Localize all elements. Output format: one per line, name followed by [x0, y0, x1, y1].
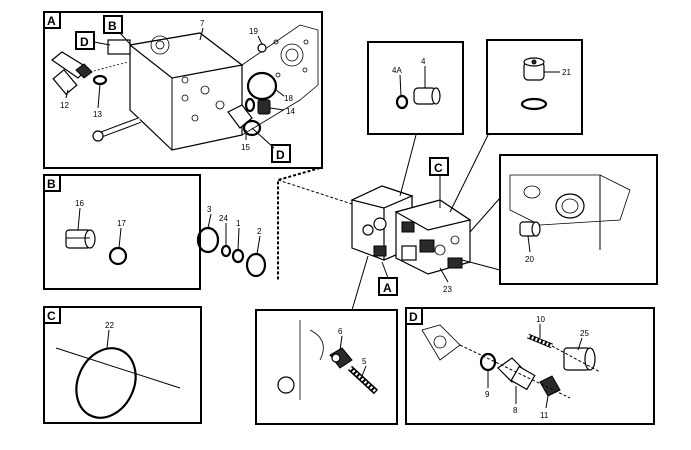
callout-c-main: C [434, 161, 443, 175]
label-24: 24 [219, 214, 228, 223]
plug-19 [257, 43, 267, 53]
callout-d-top: D [80, 35, 89, 49]
label-7: 7 [200, 19, 205, 28]
label-15: 15 [241, 143, 250, 152]
callout-c-box [429, 157, 449, 176]
plug-16 [65, 229, 96, 249]
label-17: 17 [117, 219, 126, 228]
panel-20-frame [499, 154, 658, 285]
assembly-guide [277, 167, 321, 280]
o-ring-2 [245, 252, 267, 278]
o-ring-18 [246, 71, 278, 101]
label-10: 10 [536, 315, 545, 324]
cartridge-12 [50, 51, 93, 96]
panel-c-frame [43, 306, 202, 424]
label-25: 25 [580, 329, 589, 338]
label-4: 4 [421, 57, 426, 66]
inlet-fitting [107, 39, 131, 55]
assembly-line-12 [89, 61, 129, 73]
label-16: 16 [75, 199, 84, 208]
label-4a: 4A [392, 66, 402, 75]
callout-d-bottom: D [276, 148, 285, 162]
panel-d-frame [405, 307, 655, 425]
washer-24 [220, 244, 232, 258]
panel-21-frame [486, 39, 583, 135]
seal-washer-21 [520, 97, 548, 111]
label-8: 8 [513, 406, 518, 415]
callout-b-box [103, 15, 123, 34]
callout-d-bottom-box [271, 144, 291, 163]
panel-plug-4: 4A 4 [367, 41, 464, 135]
panel-c-tag-box [43, 306, 61, 324]
bolt [92, 117, 142, 142]
panel-4-frame [367, 41, 464, 135]
panel-c: C 22 [43, 306, 202, 424]
panel-a-tag: A [47, 14, 56, 28]
valve-block-7 [128, 24, 319, 151]
panel-plug-21: 21 [486, 39, 583, 135]
panel-d-tag-box [405, 307, 423, 325]
plug-4 [413, 87, 441, 105]
o-ring-4a [395, 94, 409, 110]
panel-d-tag: D [409, 310, 418, 324]
panel-needle-valve: 6 5 [255, 309, 398, 425]
label-9: 9 [485, 390, 490, 399]
label-14: 14 [286, 107, 295, 116]
label-3: 3 [207, 205, 212, 214]
callout-b-in-a: B [108, 19, 117, 33]
label-18: 18 [284, 94, 293, 103]
main-valve-assembly-23: 23 [350, 185, 472, 294]
spring-10 [527, 333, 553, 349]
panel-a-tag-box [43, 11, 61, 29]
panel-b-tag-box [43, 174, 61, 192]
fitting-8 [497, 357, 536, 391]
adjusting-screw-5 [347, 365, 379, 395]
cap-11 [539, 375, 561, 397]
o-ring-13 [92, 74, 108, 86]
label-20: 20 [525, 255, 534, 264]
fitting-15 [227, 104, 262, 137]
callout-a-main: A [383, 281, 392, 295]
panel-a: A [43, 11, 323, 169]
label-23: 23 [443, 285, 452, 294]
label-13: 13 [93, 110, 102, 119]
panel-6-5-frame [255, 309, 398, 425]
plug-20 [519, 221, 541, 237]
label-22: 22 [105, 321, 114, 330]
label-19: 19 [249, 27, 258, 36]
seal-1 [231, 248, 245, 264]
plug-21 [523, 57, 545, 81]
panel-a-frame [43, 11, 323, 169]
panel-b: B 16 17 [43, 174, 201, 290]
label-1: 1 [236, 219, 241, 228]
callout-d-top-box [75, 31, 95, 50]
fitting-14 [244, 97, 271, 115]
seal-ring-22 [75, 347, 137, 419]
label-12: 12 [60, 101, 69, 110]
seal-kit: 3 24 1 2 [196, 205, 267, 278]
label-6: 6 [338, 327, 343, 336]
panel-d: D 10 25 9 8 11 [405, 307, 655, 425]
nut-6 [329, 347, 353, 369]
panel-b-tag: B [47, 177, 56, 191]
label-21: 21 [562, 68, 571, 77]
label-2: 2 [257, 227, 262, 236]
o-ring-17 [108, 246, 128, 266]
label-5: 5 [362, 357, 367, 366]
panel-c-tag: C [47, 309, 56, 323]
label-11: 11 [540, 411, 549, 420]
plug-25 [563, 347, 596, 371]
panel-plug-20: 20 [499, 154, 658, 285]
